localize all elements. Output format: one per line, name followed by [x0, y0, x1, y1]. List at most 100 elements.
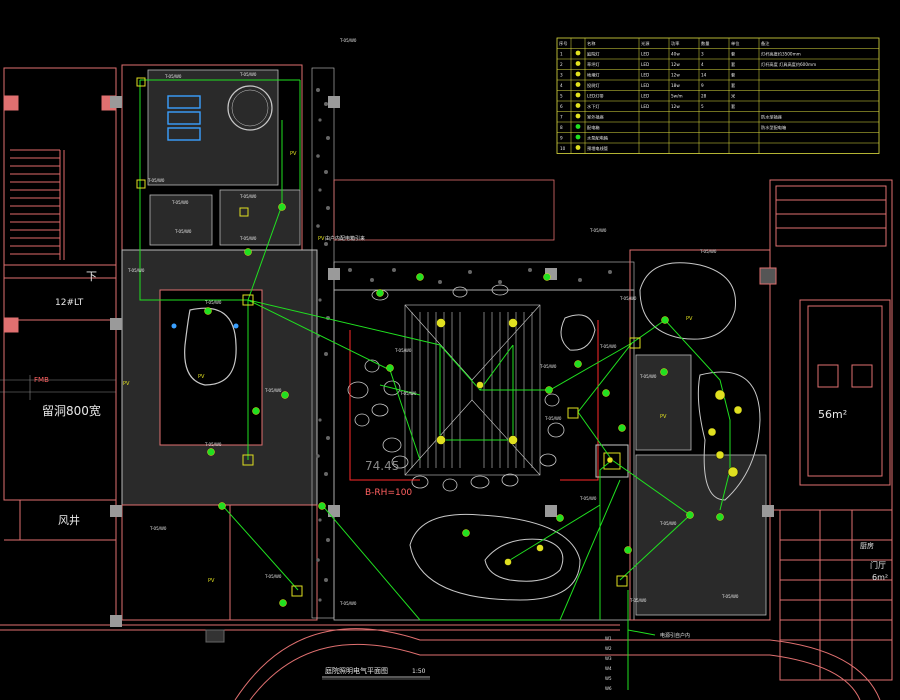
legend-cell-qty: 9	[701, 83, 704, 88]
legend-cell-no: 4	[560, 83, 563, 88]
svg-text:T-05/W0: T-05/W0	[239, 194, 257, 199]
legend-cell-qty: 14	[701, 73, 707, 78]
legend-symbol-icon	[575, 92, 581, 98]
svg-text:T-05/W0: T-05/W0	[339, 601, 357, 606]
legend-symbol-icon	[575, 113, 581, 119]
legend-header-power: 功率	[671, 40, 679, 47]
legend-cell-no: 2	[560, 62, 563, 67]
underwater-light	[714, 389, 726, 401]
west-terrace	[121, 249, 318, 621]
stair-treads	[10, 149, 65, 260]
svg-text:T-05/W0: T-05/W0	[539, 364, 557, 369]
legend-cell-name: 预埋电线管	[587, 145, 608, 152]
lawn-light	[242, 454, 254, 466]
stepping-stones	[347, 284, 565, 492]
svg-text:T-05/W0: T-05/W0	[399, 391, 417, 396]
svg-text:T-05/W0: T-05/W0	[174, 229, 192, 234]
legend-cell-no: 8	[560, 125, 563, 130]
legend-cell-name: 投树灯	[587, 82, 600, 89]
tree-uplight	[244, 248, 252, 256]
red-circuit	[349, 330, 420, 481]
svg-text:W1: W1	[605, 636, 612, 641]
tree-uplight	[543, 273, 551, 281]
underwater-light	[733, 405, 743, 415]
svg-text:W4: W4	[605, 666, 612, 671]
legend-cell-source: LED	[641, 73, 649, 78]
underwater-light	[715, 450, 725, 460]
legend-cell-note: 灯杆高度 灯具高度约600mm	[761, 61, 816, 68]
legend-cell-note: 防水型配电箱	[761, 124, 786, 131]
legend-cell-name: 配电箱	[587, 124, 600, 131]
svg-text:W6: W6	[605, 686, 612, 691]
svg-text:PV: PV	[318, 236, 325, 242]
legend-cell-qty: 3	[701, 52, 704, 57]
legend-header-unit: 单位	[731, 40, 739, 47]
legend-header-name: 名称	[587, 40, 595, 47]
legend-cell-source: LED	[641, 94, 649, 99]
site-boundary	[0, 540, 881, 700]
legend-cell-unit: 套	[731, 103, 736, 110]
svg-text:W5: W5	[605, 676, 612, 681]
wiring-network	[139, 79, 731, 690]
svg-text:T-05/W0: T-05/W0	[204, 300, 222, 305]
svg-text:PV: PV	[123, 381, 130, 387]
legend-header-no: 序号	[559, 40, 567, 47]
svg-text:PV: PV	[290, 151, 297, 157]
legend-cell-no: 6	[560, 104, 563, 109]
drawing-title-block: 庭院照明电气平面图 1:50	[322, 666, 430, 680]
right-building	[759, 179, 893, 681]
tree-uplight	[661, 316, 669, 324]
underwater-light	[536, 544, 544, 552]
lawn-light	[136, 77, 146, 87]
garden-light	[436, 318, 446, 328]
cable-note: 电源引自户内	[660, 632, 690, 639]
legend-cell-no: 5	[560, 94, 563, 99]
tree-uplight	[376, 289, 384, 297]
underwater-light	[476, 381, 484, 389]
tree-uplight	[207, 448, 215, 456]
level-text: 74.45	[365, 459, 399, 473]
legend-cell-unit: 套	[731, 72, 736, 79]
legend-cell-name: 水泵配电箱	[587, 135, 608, 142]
legend-cell-name: 室外插座	[587, 114, 604, 121]
legend-cell-name: LED灯带	[587, 93, 604, 100]
legend-cell-source: LED	[641, 52, 649, 57]
legend-symbol-icon	[575, 145, 581, 150]
svg-text:T-05/W0: T-05/W0	[599, 344, 617, 349]
legend-cell-name: 地埋灯	[587, 72, 600, 79]
legend-cell-note: 防水型插座	[761, 114, 782, 121]
legend-symbol-icon	[575, 134, 581, 140]
legend-cell-source: LED	[641, 62, 649, 67]
stair-enclosure	[3, 67, 117, 279]
drawing-scale: 1:50	[412, 668, 426, 675]
water-light	[171, 323, 177, 329]
svg-text:T-05/W0: T-05/W0	[164, 74, 182, 79]
legend-cell-note: 灯杆高度约3500mm	[761, 51, 801, 58]
legend-header-note: 备注	[761, 40, 770, 47]
legend-cell-no: 3	[560, 73, 563, 78]
legend-cell-power: 12w	[671, 73, 680, 78]
svg-text:T-05/W0: T-05/W0	[659, 521, 677, 526]
tree-uplight	[574, 360, 582, 368]
legend-symbol-icon	[575, 71, 581, 77]
svg-text:W3: W3	[605, 656, 612, 661]
svg-text:T-05/W0: T-05/W0	[639, 374, 657, 379]
air-shaft-label: 风井	[58, 513, 80, 527]
tree-uplight	[278, 203, 286, 211]
tree-uplight	[686, 511, 694, 519]
legend-header-source: 光源	[641, 40, 650, 47]
east-pond	[697, 371, 761, 501]
legend-cell-power: 40w	[671, 52, 680, 57]
svg-text:T-05/W0: T-05/W0	[239, 72, 257, 77]
west-pond	[184, 307, 237, 386]
underwater-light	[727, 466, 739, 478]
legend-symbol-icon	[575, 61, 581, 66]
lawn-light	[616, 575, 628, 587]
legend-symbol-icon	[575, 103, 581, 108]
lawn-light	[567, 407, 579, 419]
svg-text:PV: PV	[198, 374, 205, 380]
